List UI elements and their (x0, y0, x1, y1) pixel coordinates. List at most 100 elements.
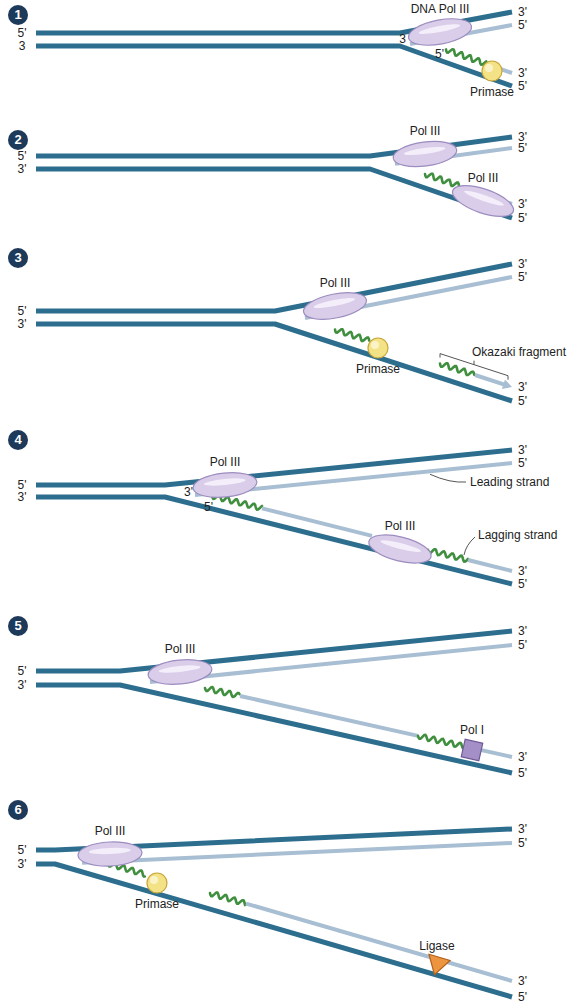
circle-highlight (371, 341, 379, 349)
enzyme-label: Primase (356, 362, 400, 376)
primase-circle-shape (146, 872, 168, 894)
strand-end-label: 5' (18, 149, 27, 163)
strand-end-label: 5' (18, 843, 27, 857)
oval-body (406, 14, 473, 49)
strand-end-label: 3' (184, 485, 193, 499)
strand-end-label: 5' (204, 500, 213, 514)
strand-term-label: Lagging strand (478, 528, 557, 542)
strand-end-label: 5' (18, 664, 27, 678)
okazaki-fragment-line (240, 696, 418, 736)
callout-number: 5 (14, 619, 21, 633)
polymerase-oval: Pol III (450, 188, 516, 214)
callout-number: 4 (14, 433, 21, 447)
rna-primer (428, 549, 468, 562)
enzyme-label: Pol III (210, 455, 241, 469)
leader-line (464, 537, 475, 555)
circle-highlight (150, 876, 158, 884)
strand-end-label: 3' (18, 317, 27, 331)
strand-end-label: 3' (518, 257, 527, 271)
polymerase-oval: Pol III (302, 293, 368, 319)
strand-end-label: 5' (518, 990, 527, 1004)
strand-end-label: 3' (518, 624, 527, 638)
strand-end-label: 3' (18, 678, 27, 692)
enzyme-label: Primase (135, 897, 179, 911)
strand-end-label: 5' (518, 270, 527, 284)
step-circle (8, 130, 28, 150)
primase-circle-shape (367, 337, 389, 359)
strand-end-label: 5' (518, 79, 527, 93)
oval-highlight (403, 145, 445, 157)
parental-strand (36, 169, 512, 218)
parental-strand (36, 46, 512, 86)
oval-body (147, 657, 213, 687)
polymerase-oval-shape (146, 656, 214, 689)
strand-end-label: 5' (435, 47, 444, 61)
okazaki-fragment-line (246, 904, 512, 981)
leading-strand-line (82, 843, 512, 863)
oval-body (449, 179, 517, 223)
strand-end-label: 5' (518, 18, 527, 32)
enzyme-label: Pol I (460, 723, 484, 737)
strand-end-label: 3' (518, 974, 527, 988)
step-circle (8, 616, 28, 636)
primase-circle: Primase (481, 60, 503, 82)
okazaki-fragment-line (468, 560, 512, 571)
polymerase-oval: Pol III (77, 841, 143, 867)
strand-arrowhead (502, 379, 512, 389)
circle-body (368, 338, 388, 358)
strand-end-label: 3' (518, 66, 527, 80)
strand-end-label: 3' (518, 5, 527, 19)
step-circle (8, 248, 28, 268)
parental-strand (36, 685, 512, 773)
enzyme-label: Pol III (165, 642, 196, 656)
strand-end-label: 5' (518, 836, 527, 850)
strand-end-label: 5' (518, 394, 527, 408)
polymerase-oval-shape (391, 137, 460, 172)
oval-highlight (380, 538, 422, 554)
oval-highlight (313, 296, 355, 310)
polymerase-oval-shape (405, 13, 475, 51)
okazaki-fragment-line (475, 375, 506, 385)
primase-circle: Primase (146, 872, 168, 894)
enzyme-label: Primase (470, 85, 514, 99)
step-circle (8, 430, 28, 450)
strand-term-label: Okazaki fragment (472, 345, 566, 359)
parental-strand (36, 450, 512, 485)
callout-number: 6 (14, 803, 21, 817)
polymerase-oval-shape (191, 469, 259, 501)
strand-end-label: 3' (518, 822, 527, 836)
strand-end-label: 5' (518, 766, 527, 780)
rna-primer (425, 174, 461, 189)
enzyme-label: Pol III (468, 171, 499, 185)
square-body (461, 739, 483, 761)
ligase-triangle-shape (423, 953, 452, 979)
parental-strand (36, 864, 512, 997)
polymerase-oval: Pol III (367, 536, 433, 562)
rna-primer (335, 329, 369, 341)
strand-end-label: 3' (518, 380, 527, 394)
strand-end-label: 5' (518, 211, 527, 225)
step-circle (8, 5, 28, 25)
polymerase-oval: Pol III (392, 141, 458, 167)
oval-highlight (89, 848, 131, 856)
rna-primer (446, 49, 486, 64)
circle-body (482, 61, 502, 81)
strand-term-label: Leading strand (470, 475, 549, 489)
callout-number: 3 (14, 251, 21, 265)
rna-primer (210, 893, 245, 906)
oval-highlight (418, 22, 460, 36)
strand-end-label: 3' (518, 443, 527, 457)
strand-end-label: 5' (18, 478, 27, 492)
enzyme-label: Pol III (95, 824, 126, 838)
pol1-square: Pol I (462, 740, 482, 760)
okazaki-fragment-line (262, 508, 372, 536)
strand-end-label: 3' (518, 197, 527, 211)
strand-end-label: 5' (518, 141, 527, 155)
primase-circle-shape (481, 60, 503, 82)
strand-end-label: 5' (518, 638, 527, 652)
polymerase-oval-shape (365, 529, 435, 570)
circle-body (147, 873, 167, 893)
strand-end-label: 3 (399, 32, 406, 46)
rna-primer (440, 363, 474, 375)
circle-highlight (485, 64, 493, 72)
